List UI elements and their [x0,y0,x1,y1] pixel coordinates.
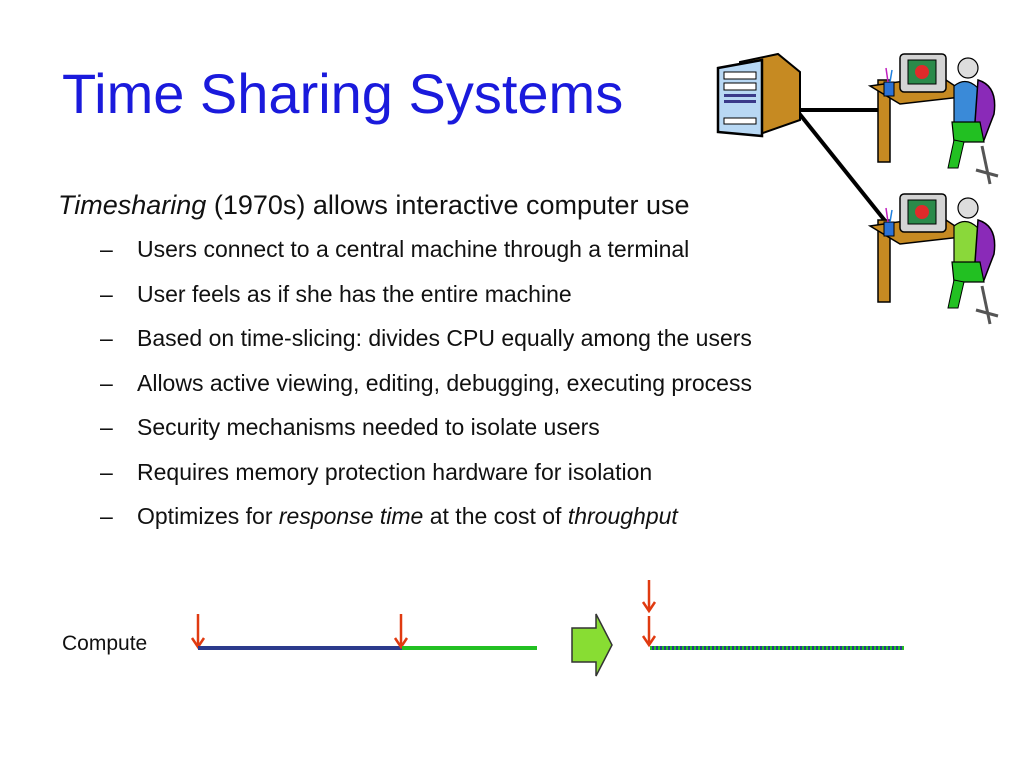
bullet-dash: – [100,414,113,440]
slide-title: Time Sharing Systems [62,62,624,125]
italic-throughput: throughput [567,503,678,529]
bullet-dash: – [100,236,113,262]
bullet-dash: – [100,458,113,485]
text-fragment: Optimizes for [137,503,279,529]
bullet-dash: – [100,369,113,396]
connection-line [796,110,888,224]
sub-bullet: –User feels as if she has the entire mac… [100,281,752,326]
arrowhead [393,637,409,650]
text-fragment: at the cost of [423,503,568,529]
user-at-computer-icon [867,53,999,185]
sub-bullet: –Users connect to a central machine thro… [100,236,752,281]
main-bullet: Timesharing (1970s) allows interactive c… [58,190,690,221]
sub-bullet-list: –Users connect to a central machine thro… [100,236,752,548]
user-at-computer-icon [867,193,999,325]
sub-bullet-text: Optimizes for response time at the cost … [137,503,678,530]
italic-response-time: response time [278,503,424,529]
sub-bullet: –Allows active viewing, editing, debuggi… [100,370,752,415]
sub-bullet-text: Based on time-slicing: divides CPU equal… [137,325,752,351]
main-bullet-italic: Timesharing [58,190,207,220]
server-tower-icon [716,52,801,138]
compute-label: Compute [62,632,148,655]
sub-bullet: –Security mechanisms needed to isolate u… [100,414,752,459]
main-bullet-text: (1970s) allows interactive computer use [206,190,690,220]
arrowhead [641,601,657,614]
bullet-dash: – [100,280,113,307]
arrowhead [641,635,657,648]
sub-bullet-text: Security mechanisms needed to isolate us… [137,414,600,440]
bullet-dash: – [100,325,113,351]
sub-bullet: –Based on time-slicing: divides CPU equa… [100,325,752,370]
right-arrow-icon [571,613,613,677]
sub-bullet-text: Users connect to a central machine throu… [137,236,690,262]
bullet-dash: – [100,503,113,529]
sub-bullet-text: Allows active viewing, editing, debuggin… [137,369,752,396]
compute-timeline [190,580,904,677]
sub-bullet-text: Requires memory protection hardware for … [137,458,653,485]
sub-bullet-text: User feels as if she has the entire mach… [137,280,572,307]
sub-bullet-optimizes: –Optimizes for response time at the cost… [100,503,752,548]
sub-bullet: –Requires memory protection hardware for… [100,459,752,504]
network-clipart [716,52,999,325]
